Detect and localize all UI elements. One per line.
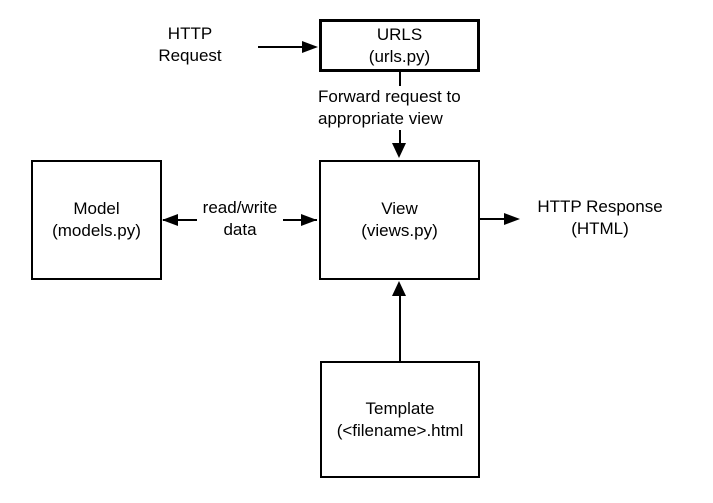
model-box: Model (models.py) bbox=[31, 160, 162, 280]
forward-request-line1: Forward request to bbox=[318, 87, 461, 106]
read-write-label: read/write data bbox=[197, 197, 283, 241]
arrowhead-up-icon bbox=[392, 281, 406, 296]
view-box: View (views.py) bbox=[319, 160, 480, 280]
model-box-line1: Model bbox=[73, 199, 120, 218]
http-request-arrow-shaft bbox=[258, 46, 304, 48]
urls-box: URLS (urls.py) bbox=[319, 19, 480, 72]
arrowhead-right-icon bbox=[301, 214, 317, 226]
arrowhead-right-icon bbox=[504, 213, 520, 225]
view-box-line1: View bbox=[381, 199, 418, 218]
arrowhead-right-icon bbox=[302, 41, 318, 53]
http-request-line1: HTTP bbox=[167, 24, 213, 43]
template-box-line2: (<filename>.html bbox=[336, 420, 464, 440]
forward-request-line2: appropriate view bbox=[318, 109, 443, 128]
arrowhead-left-icon bbox=[162, 214, 178, 226]
http-request-label: HTTP Request bbox=[140, 23, 240, 67]
template-to-view-arrow-shaft bbox=[399, 294, 401, 361]
template-box-line1: Template bbox=[365, 398, 435, 418]
view-to-response-arrow-shaft bbox=[480, 218, 506, 220]
arrowhead-down-icon bbox=[392, 143, 406, 158]
template-box: Template (<filename>.html bbox=[320, 361, 480, 478]
http-request-line2: Request bbox=[158, 46, 222, 65]
view-box-line2: (views.py) bbox=[361, 221, 438, 240]
read-write-line1: read/write bbox=[202, 198, 278, 217]
forward-request-label: Forward request to appropriate view bbox=[318, 86, 476, 130]
model-box-line2: (models.py) bbox=[52, 221, 141, 240]
read-write-line2: data bbox=[223, 220, 257, 239]
http-response-line2: (HTML) bbox=[571, 219, 629, 238]
urls-box-line2: (urls.py) bbox=[368, 46, 431, 66]
urls-box-line1: URLS bbox=[376, 24, 423, 44]
http-response-line1: HTTP Response bbox=[537, 197, 663, 216]
http-response-label: HTTP Response (HTML) bbox=[530, 196, 670, 240]
